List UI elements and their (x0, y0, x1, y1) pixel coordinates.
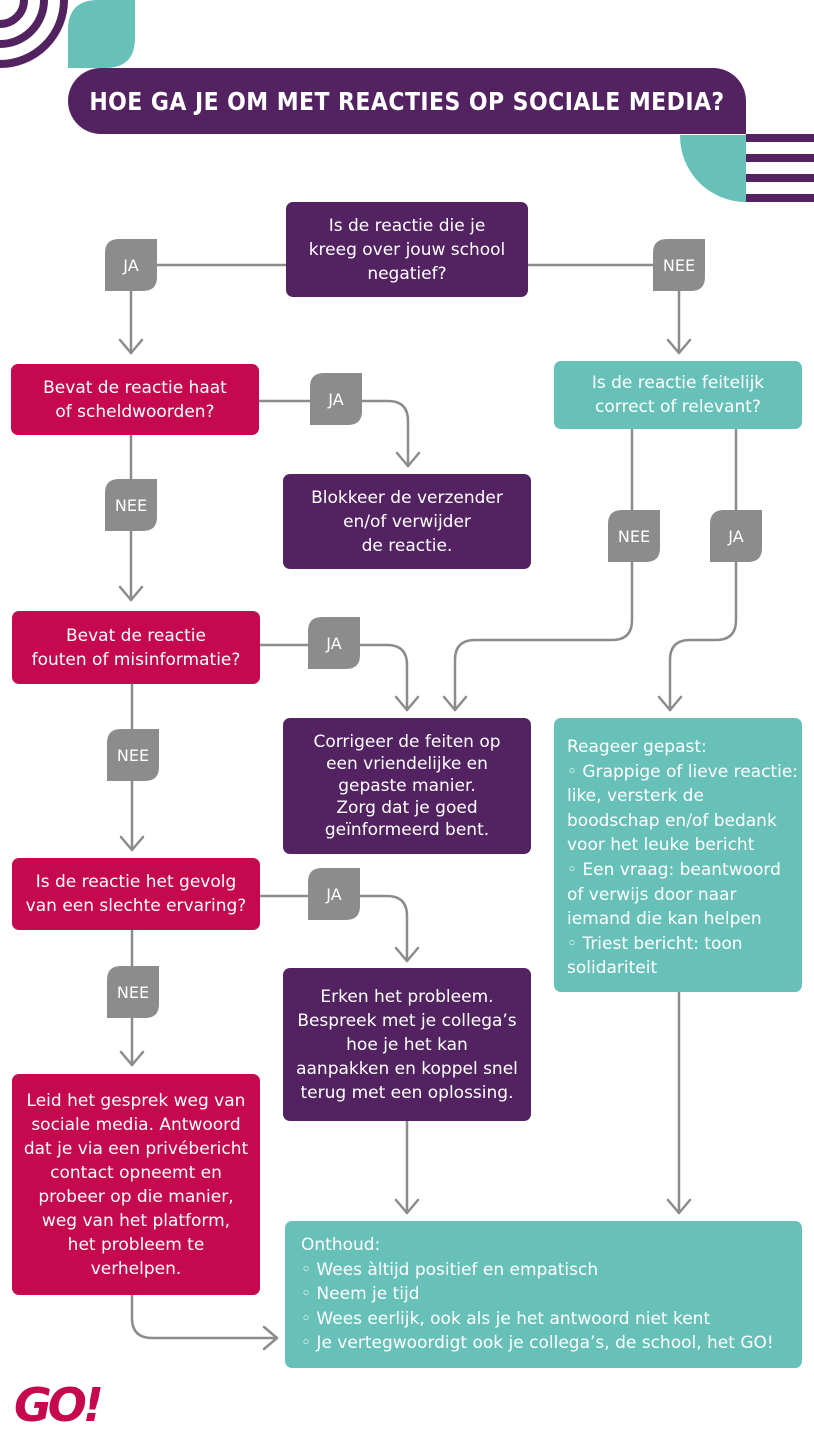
node-correct-action: Corrigeer de feiten op een vriendelijke … (283, 718, 531, 854)
arrow-respond-remember (666, 1198, 692, 1215)
respond-line: of verwijs door naar (567, 884, 737, 905)
node-acknowledge-action: Erken het probleem. Bespreek met je coll… (283, 968, 531, 1121)
decision-tag-yes (105, 239, 157, 291)
decision-tag-label: NEE (117, 983, 149, 1002)
respond-line: ◦ Grappige of lieve reactie: (567, 761, 799, 782)
respond-line: ◦ Een vraag: beantwoord (567, 859, 781, 880)
top-left-decoration (0, 0, 135, 68)
node-misinfo-question: Bevat de reactie fouten of misinformatie… (12, 611, 260, 684)
respond-line: solidariteit (567, 958, 658, 979)
go-logo: GO! (14, 1378, 104, 1432)
decision-tag-label: NEE (618, 527, 650, 546)
node-respond-action: Reageer gepast: ◦ Grappige of lieve reac… (554, 718, 802, 992)
node-bad-experience-question: Is de reactie het gevolg van een slechte… (12, 858, 260, 930)
respond-line: iemand die kan helpen (567, 909, 762, 930)
arrow-hate-no (118, 585, 144, 602)
node-block-action: Blokkeer de verzender en/of verwijder de… (283, 474, 531, 569)
top-right-decoration (679, 134, 814, 202)
remember-line: ◦ Wees àltijd positief en empatisch (301, 1259, 599, 1280)
edge-bad-experience-yes (258, 894, 409, 963)
respond-line: boodschap en/of bedank (567, 810, 777, 831)
respond-line: voor het leuke bericht (567, 835, 755, 856)
decision-tag-yes (710, 510, 762, 562)
arrow-hate-yes (395, 451, 421, 468)
decision-tag-label: NEE (115, 496, 147, 515)
decision-tag-yes (310, 373, 362, 425)
decision-tag-yes (308, 868, 360, 920)
edge-hate-yes (257, 399, 410, 468)
decision-tag-no (653, 239, 705, 291)
remember-heading: Onthoud: (301, 1235, 381, 1255)
node-factual-question: Is de reactie feitelijk correct of relev… (554, 361, 802, 429)
edge-redirect-remember (130, 1293, 279, 1340)
arrow-redirect-remember (262, 1325, 279, 1351)
decision-tag-label: JA (727, 527, 743, 546)
arrow-factual-yes (657, 695, 683, 712)
arrow-start-no (666, 338, 692, 355)
arrow-acknowledge-remember (394, 1198, 420, 1215)
arrow-misinfo-yes (394, 695, 420, 712)
node-hate-question: Bevat de reactie haat of scheldwoorden? (11, 364, 259, 435)
node-start-question: Is de reactie die je kreeg over jouw sch… (286, 202, 528, 297)
decision-tag-no (107, 966, 159, 1018)
remember-line: ◦ Wees eerlijk, ook als je het antwoord … (301, 1308, 711, 1329)
node-redirect-action: Leid het gesprek weg van sociale media. … (12, 1074, 260, 1295)
remember-line: ◦ Je vertegwoordigt ook je collega’s, de… (301, 1333, 774, 1354)
remember-line: ◦ Neem je tijd (301, 1284, 420, 1305)
arrow-factual-no (442, 695, 468, 712)
decision-tag-no (107, 729, 159, 781)
decision-tag-label: JA (327, 390, 343, 409)
edge-factual-yes (668, 427, 738, 712)
respond-line: like, versterk de (567, 786, 704, 807)
arrow-start-yes (118, 338, 144, 355)
respond-line: ◦ Triest bericht: toon (567, 933, 743, 954)
arrow-bad-experience-no (119, 1050, 145, 1067)
decision-tags: JA NEE JA NEE NEE JA JA NEE JA NEE (105, 239, 762, 1018)
decision-tag-label: JA (122, 256, 138, 275)
decision-tag-yes (308, 617, 360, 669)
node-remember-summary: Onthoud: ◦ Wees àltijd positief en empat… (285, 1221, 802, 1368)
edge-factual-no (453, 427, 634, 712)
decision-tag-label: NEE (663, 256, 695, 275)
decision-tag-no (105, 479, 157, 531)
arrow-bad-experience-yes (394, 946, 420, 963)
decision-tag-no (608, 510, 660, 562)
arrow-misinfo-no (119, 835, 145, 852)
title-banner: HOE GA JE OM MET REACTIES OP SOCIALE MED… (68, 68, 746, 134)
respond-heading: Reageer gepast: (567, 737, 707, 757)
decision-tag-label: JA (325, 634, 341, 653)
page-title: HOE GA JE OM MET REACTIES OP SOCIALE MED… (89, 86, 725, 116)
decision-tag-label: JA (325, 885, 341, 904)
decision-tag-label: NEE (117, 746, 149, 765)
edge-misinfo-yes (258, 643, 409, 712)
